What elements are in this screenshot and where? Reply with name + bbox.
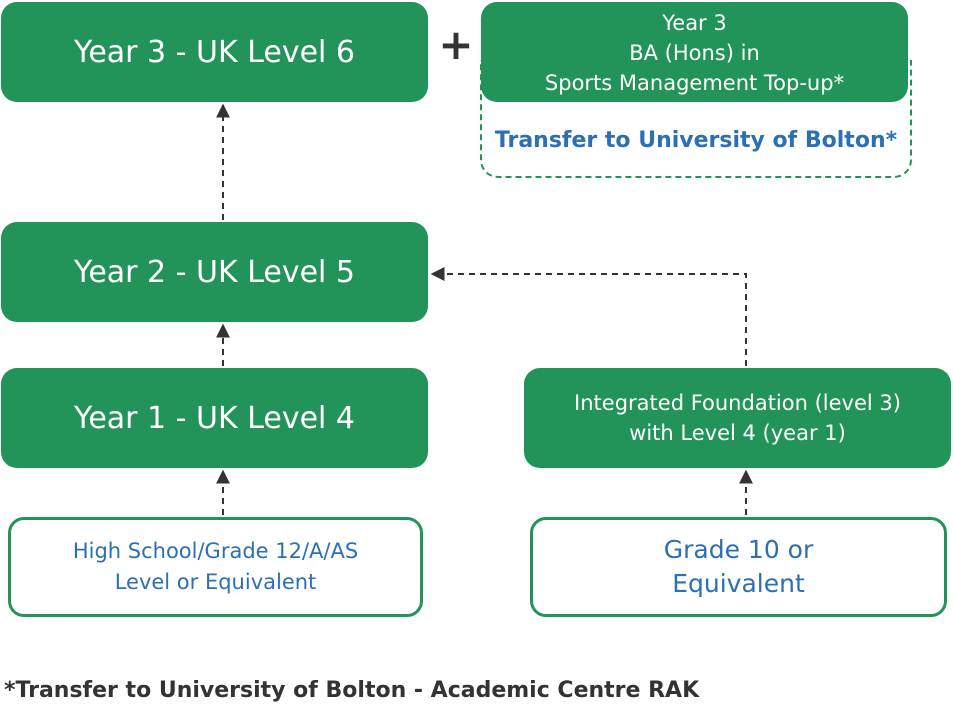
footnote: *Transfer to University of Bolton - Acad…: [4, 678, 700, 703]
transfer-dashed-frame: [480, 60, 912, 178]
box-year1-level4: Year 1 - UK Level 4: [1, 368, 428, 468]
box-year3-level6: Year 3 - UK Level 6: [1, 2, 428, 102]
box-year3-label: Year 3 - UK Level 6: [73, 34, 355, 70]
box-year2-label: Year 2 - UK Level 5: [73, 254, 355, 290]
box-foundation-label: Integrated Foundation (level 3) with Lev…: [574, 391, 901, 445]
box-integrated-foundation: Integrated Foundation (level 3) with Lev…: [524, 368, 951, 468]
plus-sign: +: [438, 20, 474, 69]
box-year2-level5: Year 2 - UK Level 5: [1, 222, 428, 322]
box-grade10: Grade 10 or Equivalent: [530, 517, 947, 617]
arrow-foundation-to-year2: [430, 267, 747, 366]
transfer-note: Transfer to University of Bolton*: [494, 128, 898, 153]
box-ba-label: Year 3 BA (Hons) in Sports Management To…: [544, 11, 845, 95]
box-ba-hons-sports-management: Year 3 BA (Hons) in Sports Management To…: [481, 2, 908, 102]
box-grade10-label: Grade 10 or Equivalent: [663, 535, 814, 598]
box-year1-label: Year 1 - UK Level 4: [73, 400, 355, 436]
box-high-school-label: High School/Grade 12/A/AS Level or Equiv…: [72, 539, 359, 594]
box-high-school: High School/Grade 12/A/AS Level or Equiv…: [8, 517, 423, 617]
